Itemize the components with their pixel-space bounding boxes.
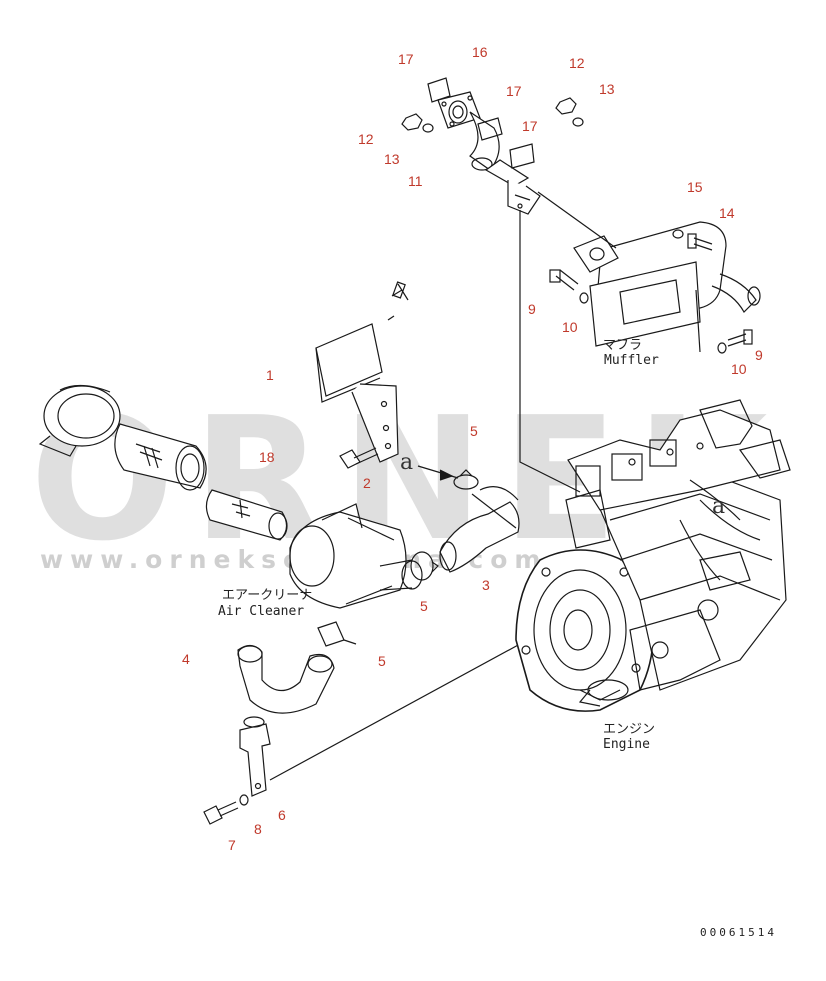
gaskets xyxy=(427,77,535,169)
muffler xyxy=(573,221,761,353)
air-cleaner-bracket xyxy=(315,281,409,463)
callout-5: 5 xyxy=(378,653,386,669)
air-cleaner-label-en: Air Cleaner xyxy=(218,604,305,619)
callout-5: 5 xyxy=(470,423,478,439)
muffler-label-en: Muffler xyxy=(604,353,659,368)
exhaust-pipe xyxy=(484,159,541,215)
callout-9: 9 xyxy=(755,347,763,363)
hose-clamps xyxy=(317,469,479,647)
callout-13: 13 xyxy=(384,151,400,167)
callout-11: 11 xyxy=(408,173,423,189)
leader-line xyxy=(519,210,581,493)
air-cleaner-element xyxy=(114,423,207,491)
callout-17: 17 xyxy=(506,83,522,99)
air-cleaner-label-jp: エアークリーナ xyxy=(222,588,313,603)
callout-1: 1 xyxy=(266,367,274,383)
air-cleaner-housing xyxy=(289,503,423,609)
inner-element xyxy=(205,489,288,541)
air-intake-pipe xyxy=(237,644,335,714)
pipe-bracket xyxy=(239,716,271,797)
callout-10: 10 xyxy=(731,361,747,377)
callout-16: 16 xyxy=(472,44,488,60)
callout-17: 17 xyxy=(522,118,538,134)
callout-12: 12 xyxy=(569,55,585,71)
leader-line xyxy=(537,191,617,249)
bolt-2 xyxy=(339,447,379,469)
callout-17: 17 xyxy=(398,51,414,67)
callout-5: 5 xyxy=(420,598,428,614)
bolt-washer-7-8 xyxy=(203,794,249,825)
callout-8: 8 xyxy=(254,821,262,837)
nut-washer-left xyxy=(401,113,434,133)
engine xyxy=(515,399,791,712)
callout-3: 3 xyxy=(482,577,490,593)
nut-washer-right xyxy=(555,97,584,127)
callout-7: 7 xyxy=(228,837,236,853)
callout-18: 18 xyxy=(259,449,275,465)
callout-13: 13 xyxy=(599,81,615,97)
exhaust-elbow xyxy=(437,91,500,171)
section-marker-a-left: a xyxy=(400,450,414,475)
callout-12: 12 xyxy=(358,131,374,147)
section-marker-a-right: a xyxy=(712,494,726,519)
callout-14: 14 xyxy=(719,205,735,221)
drawing-reference-number: 00061514 xyxy=(700,926,777,939)
callout-4: 4 xyxy=(182,651,190,667)
leader-line xyxy=(269,643,521,781)
callout-15: 15 xyxy=(687,179,703,195)
callout-2: 2 xyxy=(363,475,371,491)
callout-10: 10 xyxy=(562,319,578,335)
engine-label-en: Engine xyxy=(603,737,650,752)
callout-6: 6 xyxy=(278,807,286,823)
air-cleaner-cap xyxy=(38,384,121,457)
intake-hose xyxy=(439,486,520,573)
muffler-bolts xyxy=(549,229,753,354)
muffler-label-jp: マフラ xyxy=(603,338,643,353)
callout-9: 9 xyxy=(528,301,536,317)
engine-label-jp: エンジン xyxy=(603,722,656,737)
